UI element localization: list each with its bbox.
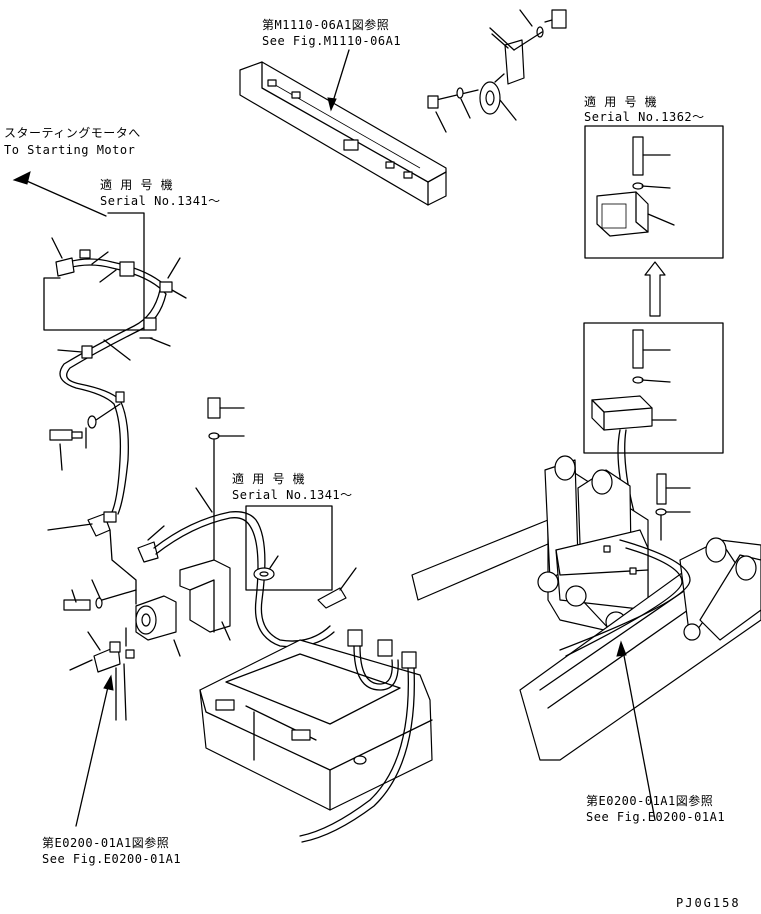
starter-motor-group bbox=[63, 487, 335, 657]
upper-harness bbox=[51, 237, 187, 299]
frame-ref-en: See Fig.M1110-06A1 bbox=[262, 34, 402, 48]
serial-1341-right-en: Serial No.1341〜 bbox=[232, 488, 353, 502]
serial-1341-left-en: Serial No.1341〜 bbox=[100, 194, 221, 208]
horn-leaders bbox=[327, 9, 533, 133]
detail-box-serial-1341-right bbox=[245, 505, 333, 591]
frame-crossmember bbox=[239, 61, 447, 206]
serial-1362-en: Serial No.1362〜 bbox=[584, 110, 705, 124]
chassis-ref-en: See Fig.E0200-01A1 bbox=[586, 810, 726, 824]
battery-box bbox=[199, 639, 433, 811]
detail-box-serial-1362 bbox=[584, 125, 724, 259]
serial-1362-jp: 適 用 号 機 bbox=[584, 95, 658, 109]
drawing-code: PJ0G158 bbox=[676, 896, 741, 910]
harness-ref-leader bbox=[75, 674, 114, 827]
harness-ref-en: See Fig.E0200-01A1 bbox=[42, 852, 182, 866]
up-arrow bbox=[644, 261, 666, 317]
swing-frame bbox=[411, 455, 761, 821]
serial-1341-left-jp: 適 用 号 機 bbox=[100, 178, 174, 192]
horn bbox=[427, 9, 567, 115]
serial-1341-right-jp: 適 用 号 機 bbox=[232, 472, 306, 486]
starter-leader bbox=[12, 171, 107, 217]
connector-lower bbox=[69, 567, 357, 721]
battery-cables bbox=[299, 629, 417, 843]
chassis-ref-jp: 第E0200-01A1図参照 bbox=[586, 794, 714, 808]
starter-en: To Starting Motor bbox=[4, 143, 136, 157]
relay-bracket bbox=[179, 397, 245, 641]
detail-box-serial-1341-left bbox=[43, 212, 145, 331]
harness-ref-jp: 第E0200-01A1図参照 bbox=[42, 836, 170, 850]
starter-jp: スターティングモータへ bbox=[4, 126, 141, 140]
frame-ref-jp: 第M1110-06A1図参照 bbox=[262, 18, 390, 32]
main-harness bbox=[47, 289, 171, 537]
